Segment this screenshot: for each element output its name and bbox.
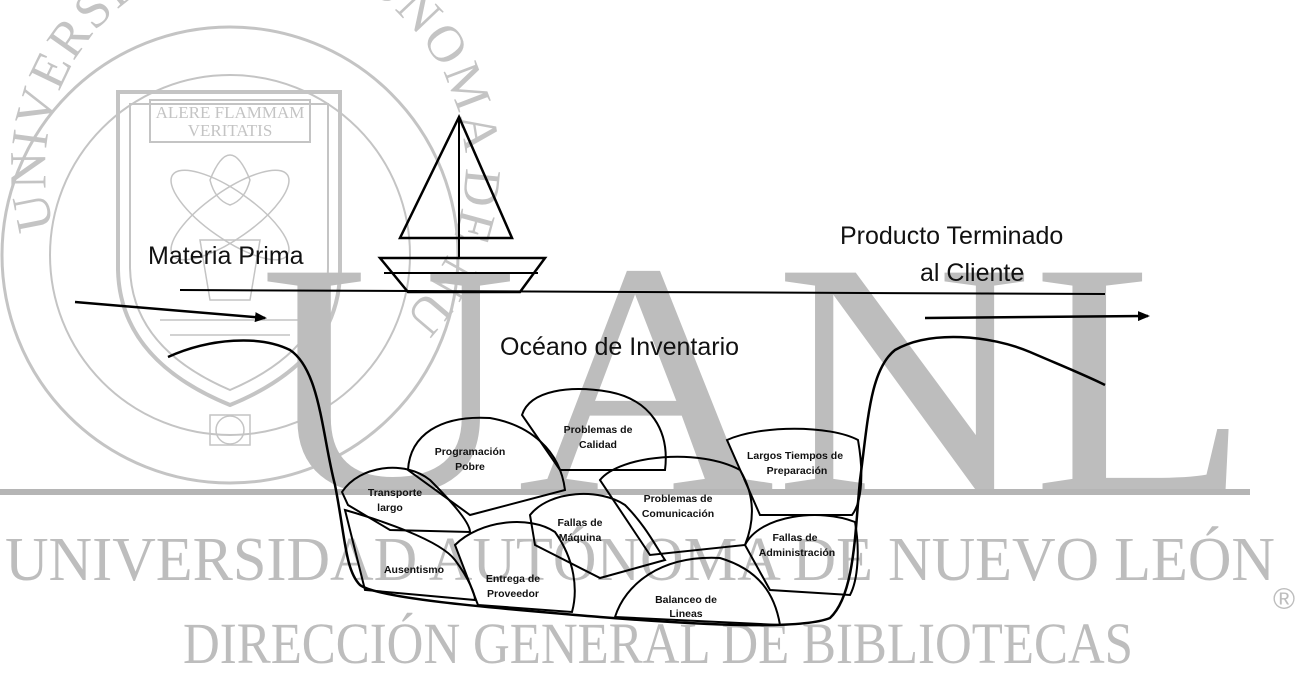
seal-motto-line1: ALERE FLAMMAM xyxy=(156,103,305,122)
seal-shield xyxy=(116,90,342,408)
sail xyxy=(397,114,514,240)
rock-label-balanceo-lineas-1: Balanceo de xyxy=(655,594,717,606)
rock-fallas-administracion xyxy=(743,514,859,597)
rock-fallas-maquina xyxy=(528,492,667,580)
rock-label-ausentismo: Ausentismo xyxy=(384,564,444,576)
input-arrow xyxy=(74,300,267,323)
diagram: Materia Prima Producto Terminado al Clie… xyxy=(74,114,1150,627)
rock-label-entrega-proveedor-2: Proveedor xyxy=(487,588,539,600)
rock-balanceo-lineas xyxy=(613,556,782,627)
watermark-university-name: UNIVERSIDAD AUTÓNOMA DE NUEVO LEÓN xyxy=(5,526,1275,594)
motto-banner xyxy=(149,99,311,143)
ocean-label: Océano de Inventario xyxy=(500,333,739,361)
rock-problemas-calidad xyxy=(520,388,667,471)
rock-entrega-proveedor xyxy=(453,521,576,614)
registered-mark: ® xyxy=(1273,583,1295,616)
rock-label-problemas-comunicacion-1: Problemas de xyxy=(644,493,713,505)
ocean-basin-outline xyxy=(167,335,1106,627)
rock-label-programacion-pobre-1: Programación xyxy=(435,446,506,458)
rock-label-problemas-calidad-1: Problemas de xyxy=(564,424,633,436)
rock-label-problemas-comunicacion-2: Comunicación xyxy=(642,508,714,520)
rock-problemas-comunicacion xyxy=(598,455,753,557)
rock-label-problemas-calidad-2: Calidad xyxy=(579,439,617,451)
rock-label-largos-tiempos-2: Preparación xyxy=(767,465,828,477)
output-label-line2: al Cliente xyxy=(920,259,1024,287)
rocks-group xyxy=(340,388,863,627)
rock-label-fallas-maquina-1: Fallas de xyxy=(558,517,603,529)
rock-label-entrega-proveedor-1: Entrega de xyxy=(486,573,540,585)
flame-atom-emblem xyxy=(160,154,300,446)
output-label-line1: Producto Terminado xyxy=(840,222,1063,250)
rock-label-transporte-largo-1: Transporte xyxy=(368,487,422,499)
rock-label-transporte-largo-2: largo xyxy=(377,502,403,514)
rock-label-largos-tiempos-1: Largos Tiempos de xyxy=(747,450,843,462)
water-surface-line xyxy=(179,289,1106,295)
rock-label-fallas-maquina-2: Máquina xyxy=(559,532,602,544)
rock-transporte-largo xyxy=(340,466,472,534)
rock-programacion-pobre xyxy=(406,416,567,517)
input-label: Materia Prima xyxy=(148,242,304,270)
rock-label-programacion-pobre-2: Pobre xyxy=(455,461,485,473)
watermark-big-letters: UANL xyxy=(260,194,1250,565)
output-arrow xyxy=(924,311,1150,322)
rock-label-fallas-administracion-2: Administración xyxy=(759,547,835,559)
rock-label-fallas-administracion-1: Fallas de xyxy=(773,532,818,544)
rock-label-balanceo-lineas-2: Lineas xyxy=(669,608,702,620)
rock-largos-tiempos xyxy=(725,427,863,516)
seal-motto-line2: VERITATIS xyxy=(188,121,273,140)
